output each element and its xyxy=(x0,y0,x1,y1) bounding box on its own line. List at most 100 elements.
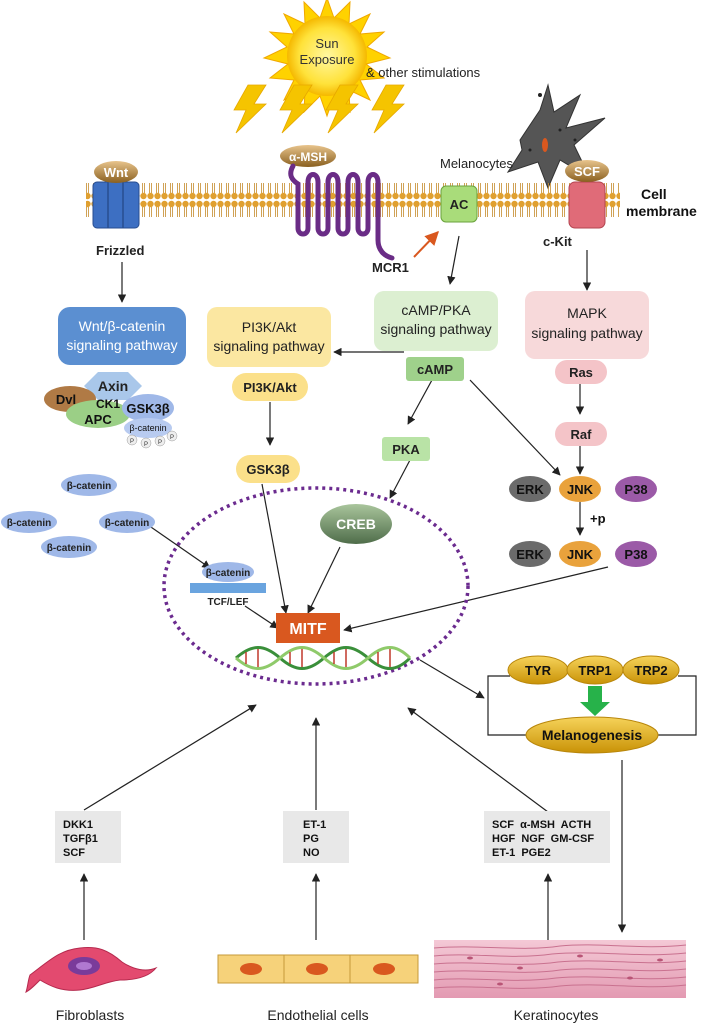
fibroblast-factors-box xyxy=(55,811,121,863)
camp-node xyxy=(406,357,464,381)
ac-label: AC xyxy=(450,197,469,212)
jnk-node-2-label: JNK xyxy=(567,547,594,562)
lightning-icon xyxy=(233,84,405,134)
cell-signal-arrows xyxy=(79,704,627,940)
p38-node xyxy=(615,476,657,502)
phospho-label-2: P xyxy=(144,442,148,448)
scf-label: SCF xyxy=(574,164,600,179)
pka-node xyxy=(382,437,430,461)
amsh-ligand xyxy=(280,145,336,167)
cell-membrane-label-2: membrane xyxy=(626,203,697,219)
keratinocyte-icon xyxy=(433,940,687,998)
apc-label: APC xyxy=(84,412,112,427)
phosphorylation-label: +p xyxy=(590,511,606,526)
endothelial-factors-box xyxy=(283,811,349,863)
jnk-node-label: JNK xyxy=(567,482,594,497)
pi3k-pathway-box xyxy=(207,307,331,367)
free-bcatenin-label: β-catenin xyxy=(47,543,91,554)
amsh-label: α-MSH xyxy=(289,150,327,164)
mcr1-label: MCR1 xyxy=(372,260,409,275)
tyr-label: TYR xyxy=(525,663,552,678)
tcf-lef-label: TCF/LEF xyxy=(207,597,248,608)
creb-node-label: CREB xyxy=(336,516,376,532)
mapk-pathway-box xyxy=(525,291,649,359)
nuclear-bcatenin-label: β-catenin xyxy=(206,568,250,579)
fibroblast-factor: TGFβ1 xyxy=(63,833,98,845)
endothelial-cells-label: Endothelial cells xyxy=(267,1007,368,1023)
cell-membrane-label: Cell xyxy=(641,186,667,202)
green-arrow-icon xyxy=(580,686,610,716)
fibroblast-factor: DKK1 xyxy=(63,819,93,831)
camp-node-label: cAMP xyxy=(417,362,453,377)
phospho-label: P xyxy=(130,439,134,445)
free-bcatenin-label: β-catenin xyxy=(7,518,51,529)
raf-node xyxy=(555,422,607,446)
camp-pathway-title: cAMP/PKA xyxy=(401,302,471,318)
p38-node-label: P38 xyxy=(624,482,647,497)
destruction-complex xyxy=(44,372,178,449)
free-bcatenin xyxy=(1,511,57,533)
phospho-label-3: P xyxy=(158,440,162,446)
camp-pathway-title-2: signaling pathway xyxy=(380,321,491,337)
erk-node-2-label: ERK xyxy=(516,547,544,562)
wnt-ligand xyxy=(94,161,138,183)
wnt-pathway-box xyxy=(58,307,186,365)
creb-node xyxy=(320,504,392,544)
ac-enzyme xyxy=(440,185,478,223)
wnt-pathway-title-2: signaling pathway xyxy=(66,337,177,353)
scf-ligand xyxy=(565,160,609,182)
mitf-box xyxy=(276,613,340,643)
mitf-label: MITF xyxy=(289,621,327,638)
melanogenesis-bracket xyxy=(487,675,510,700)
gsk3b-complex-label: GSK3β xyxy=(126,401,169,416)
keratinocyte-factor: SCF α-MSH ACTH xyxy=(492,819,591,831)
pi3k-node-label: PI3K/Akt xyxy=(243,380,297,395)
frizzled-receptor xyxy=(92,181,140,229)
free-bcatenin xyxy=(41,536,97,558)
bcatenin-complex-label: β-catenin xyxy=(129,423,166,433)
mcr1-receptor xyxy=(288,163,395,261)
erk-node-2 xyxy=(509,541,551,567)
free-bcatenin xyxy=(61,474,117,496)
ckit-receptor xyxy=(568,181,606,229)
fibroblasts-label: Fibroblasts xyxy=(56,1007,124,1023)
axin-label: Axin xyxy=(98,378,128,394)
free-bcatenin-label: β-catenin xyxy=(67,481,111,492)
fibroblast-factor: SCF xyxy=(63,847,85,859)
melanogenesis-label: Melanogenesis xyxy=(542,727,643,743)
keratinocytes-label: Keratinocytes xyxy=(514,1007,599,1023)
other-stimulations-label: & other stimulations xyxy=(366,65,481,80)
camp-pathway-box xyxy=(374,291,498,351)
trp2-label: TRP2 xyxy=(634,663,667,678)
erk-node-label: ERK xyxy=(516,482,544,497)
keratinocyte-factors-box xyxy=(484,811,610,863)
mcr1-to-ac-arrow xyxy=(413,230,439,258)
jnk-node xyxy=(559,476,601,502)
cell-membrane xyxy=(86,180,620,220)
pi3k-node xyxy=(232,373,308,401)
pi3k-pathway-title-2: signaling pathway xyxy=(213,338,324,354)
pka-node-label: PKA xyxy=(392,442,420,457)
free-bcatenin-label: β-catenin xyxy=(105,518,149,529)
raf-node-label: Raf xyxy=(571,427,593,442)
free-bcatenin xyxy=(99,511,155,533)
melanocytes-label: Melanocytes xyxy=(440,156,513,171)
frizzled-label: Frizzled xyxy=(96,243,144,258)
ck1-label: CK1 xyxy=(96,397,120,411)
ras-node xyxy=(555,360,607,384)
melanogenesis-node xyxy=(525,716,659,754)
pi3k-pathway-title: PI3K/Akt xyxy=(242,319,297,335)
gsk3b-node-label: GSK3β xyxy=(246,462,289,477)
endothelial-icon xyxy=(217,954,419,984)
trp2-node xyxy=(622,655,680,685)
nucleus xyxy=(162,486,470,686)
phospho-label-4: P xyxy=(170,435,174,441)
tcf-lef-bar xyxy=(190,583,266,593)
pathway-arrows xyxy=(117,235,609,699)
keratinocyte-factor: ET-1 PGE2 xyxy=(492,847,551,859)
fibroblast-icon xyxy=(25,947,158,993)
mapk-pathway-title-2: signaling pathway xyxy=(531,325,642,341)
p38-node-2-label: P38 xyxy=(624,547,647,562)
trp1-label: TRP1 xyxy=(578,663,611,678)
